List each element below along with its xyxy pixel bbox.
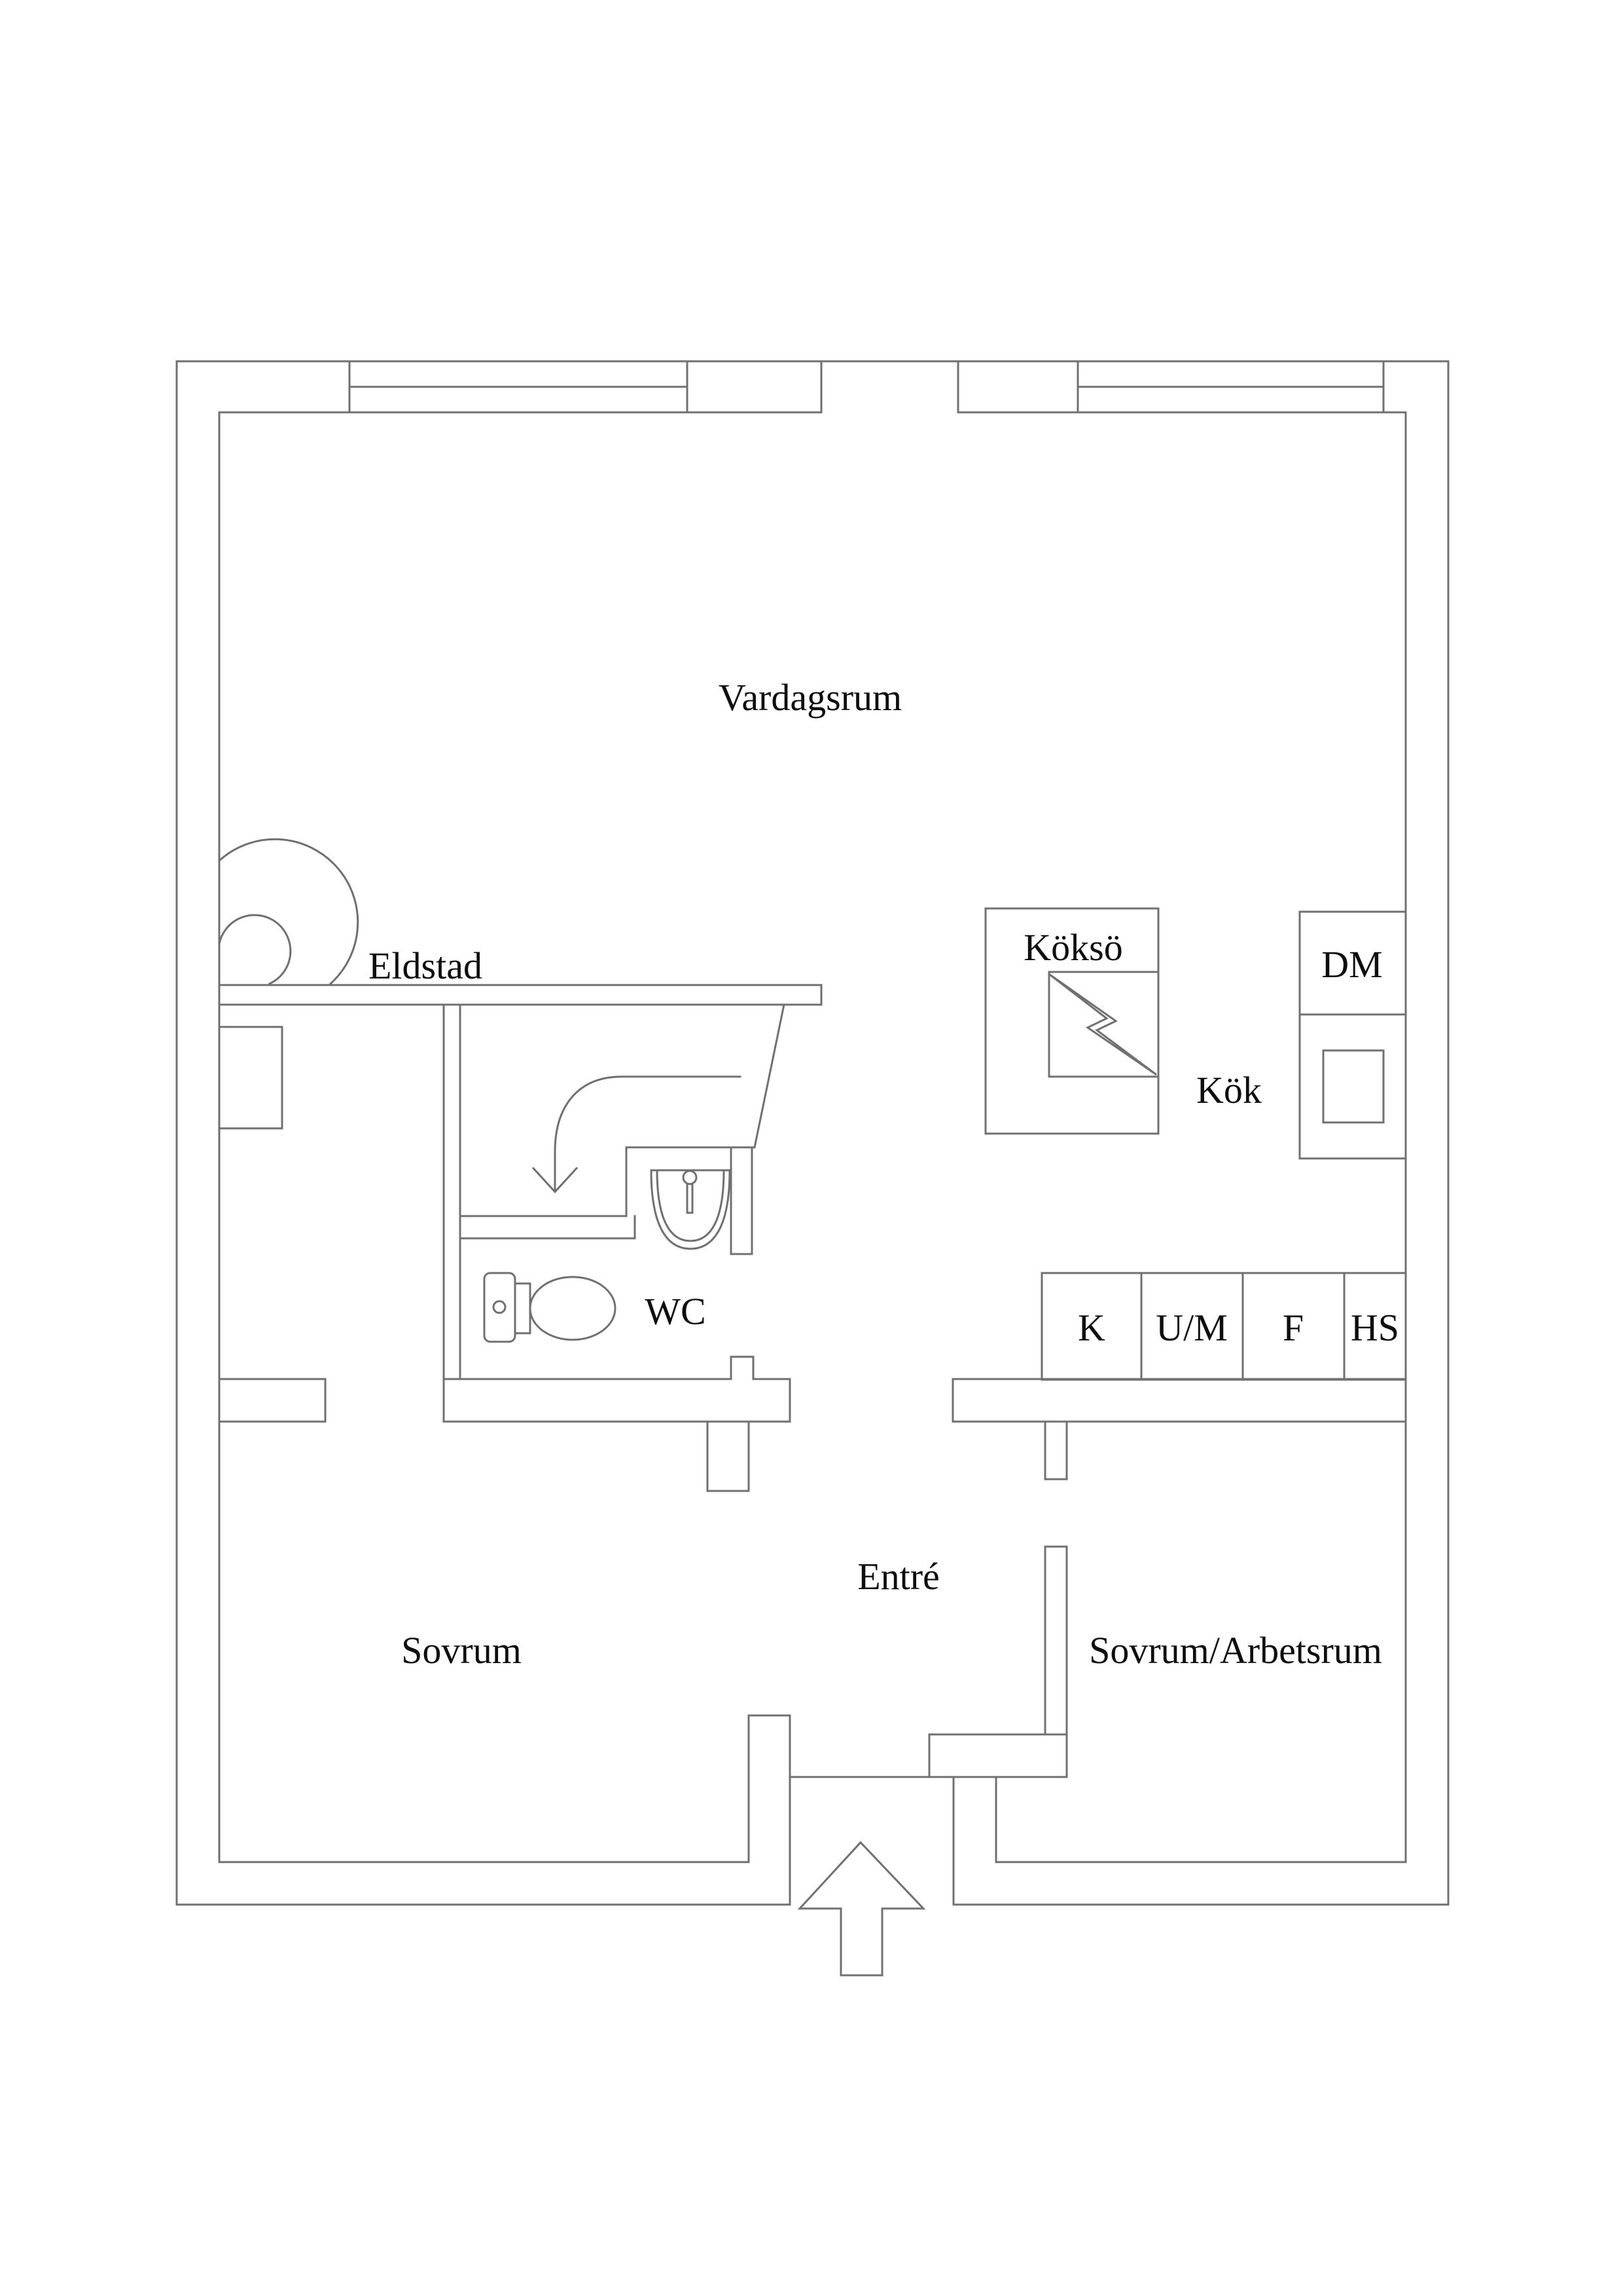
appliance-row bbox=[1041, 1272, 1407, 1381]
entrance-arrow-icon bbox=[797, 1840, 926, 1977]
room-label-kokso: Köksö bbox=[1024, 926, 1122, 969]
wc-fixtures bbox=[483, 1169, 731, 1343]
stairs-direction-arrow-icon bbox=[531, 1075, 741, 1194]
toilet-flush-button bbox=[492, 1300, 507, 1314]
sink-bowl-inner bbox=[656, 1169, 725, 1242]
room-label-kok: Kök bbox=[1196, 1069, 1262, 1111]
wall-vardagsrum-south bbox=[218, 984, 823, 1006]
appliance-label-hs: HS bbox=[1351, 1306, 1399, 1349]
wall-sovrum-east-stub bbox=[706, 1420, 750, 1492]
kitchen-fixtures bbox=[984, 907, 1407, 1381]
appliance-row-outline bbox=[1041, 1272, 1407, 1381]
toilet-bowl bbox=[529, 1276, 616, 1341]
appliance-label-k: K bbox=[1078, 1306, 1105, 1349]
entrance-jamb-left bbox=[747, 1714, 791, 1906]
wc-sink-icon bbox=[650, 1169, 731, 1250]
stove-lightning-icon bbox=[1049, 973, 1157, 1076]
sink-faucet-stem bbox=[686, 1183, 694, 1214]
wall-stub-bedroom-door bbox=[1044, 1420, 1068, 1480]
counter-sink bbox=[1322, 1049, 1385, 1124]
fireplace-outer-arc bbox=[217, 838, 359, 986]
wall-bedroom-west-jog bbox=[928, 1733, 1068, 1778]
entrance-jamb-right bbox=[952, 1776, 997, 1906]
appliance-label-f: F bbox=[1283, 1306, 1304, 1349]
appliance-label-dm: DM bbox=[1321, 943, 1382, 986]
wall-stair-west bbox=[442, 1003, 461, 1380]
chimney-block bbox=[218, 1026, 283, 1130]
stairs bbox=[459, 1003, 785, 1217]
fireplace-inner-arc bbox=[218, 914, 292, 985]
wall-closet-south bbox=[218, 1378, 327, 1423]
wc-toilet-icon bbox=[483, 1272, 616, 1343]
room-label-sovrum: Sovrum bbox=[401, 1629, 522, 1672]
sink-bowl-outer bbox=[650, 1169, 731, 1250]
outer-wall-outline bbox=[175, 360, 1450, 1906]
appliance-label-um: U/M bbox=[1156, 1306, 1228, 1349]
wall-wc-south bbox=[442, 1355, 791, 1423]
room-label-eldstad: Eldstad bbox=[368, 944, 482, 987]
room-label-sovrum-arbetsrum: Sovrum/Arbetsrum bbox=[1089, 1629, 1382, 1672]
wall-stair-south bbox=[459, 1215, 636, 1240]
room-label-entre: Entré bbox=[857, 1555, 940, 1598]
stove-area bbox=[1048, 971, 1160, 1078]
room-label-vardagsrum: Vardagsrum bbox=[719, 676, 902, 719]
appliance-row-dividers bbox=[1140, 1272, 1346, 1381]
wall-bedroom-west bbox=[1044, 1545, 1068, 1736]
room-label-wc: WC bbox=[645, 1290, 705, 1333]
dm-counter bbox=[1298, 910, 1407, 1160]
fireplace-icon bbox=[217, 838, 359, 986]
stair-enclosure bbox=[459, 1003, 785, 1217]
interior-walls bbox=[218, 984, 1407, 1906]
